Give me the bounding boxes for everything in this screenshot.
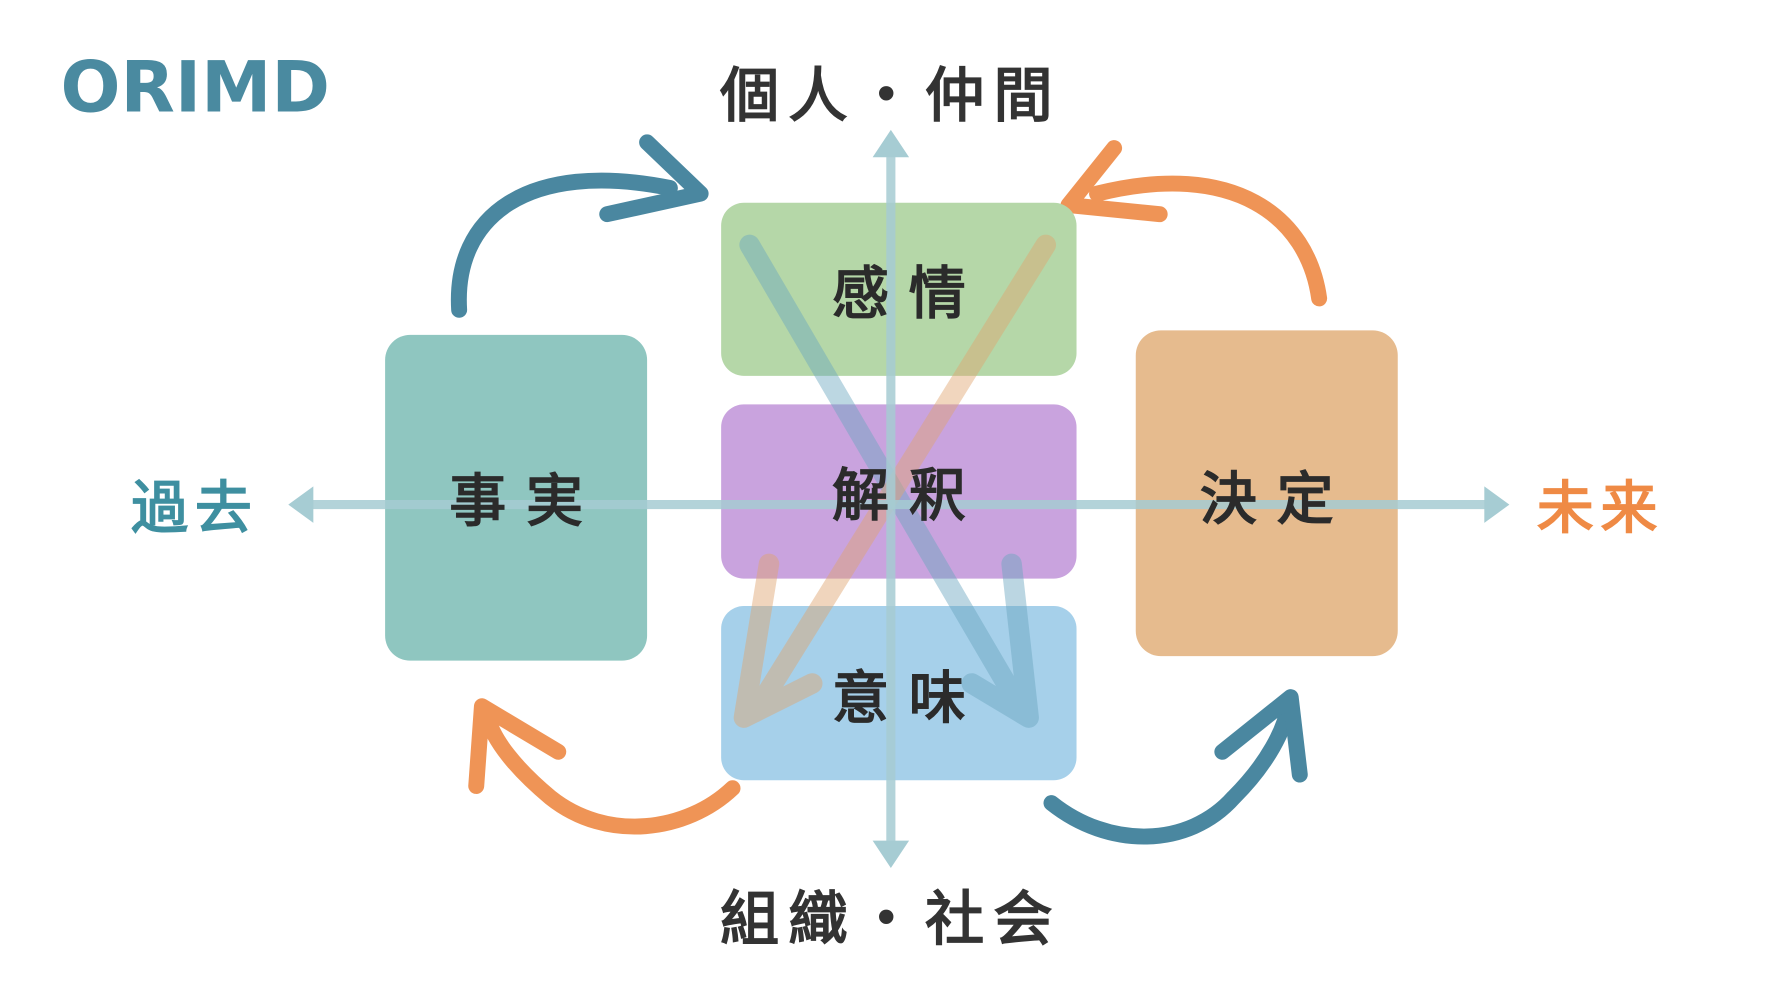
curved-arrow-top-left <box>450 134 709 318</box>
arrow-up-icon <box>872 129 910 158</box>
curved-arrow-bottom-left <box>468 698 741 835</box>
box-decision <box>1135 330 1398 657</box>
box-emotion <box>721 202 1077 376</box>
curved-arrow-bottom-right <box>1043 689 1308 845</box>
box-fact <box>385 334 648 661</box>
box-meaning <box>721 605 1077 781</box>
box-interpretation <box>721 404 1077 579</box>
label-decision: 決 定 <box>1200 466 1334 532</box>
vertical-axis <box>872 129 910 868</box>
label-emotion: 感 情 <box>832 261 966 327</box>
arrow-right-icon <box>1484 486 1510 523</box>
axis-label-bottom: 組織・社会 <box>720 885 1062 954</box>
arrow-down-icon <box>872 840 910 868</box>
label-fact: 事 実 <box>449 469 583 535</box>
label-interpretation: 解 釈 <box>832 463 966 529</box>
diagonal-arrow-to-meaning-left <box>733 234 1057 728</box>
arrow-left-icon <box>288 486 314 523</box>
axis-label-top: 個人・仲間 <box>719 61 1062 130</box>
axis-label-right: 未来 <box>1537 475 1665 541</box>
axis-label-left: 過去 <box>131 475 259 541</box>
curved-arrow-top-right <box>1060 140 1328 307</box>
diagram-title: ORIMD <box>60 46 330 129</box>
label-meaning: 意 味 <box>832 666 966 732</box>
horizontal-axis <box>288 486 1510 523</box>
